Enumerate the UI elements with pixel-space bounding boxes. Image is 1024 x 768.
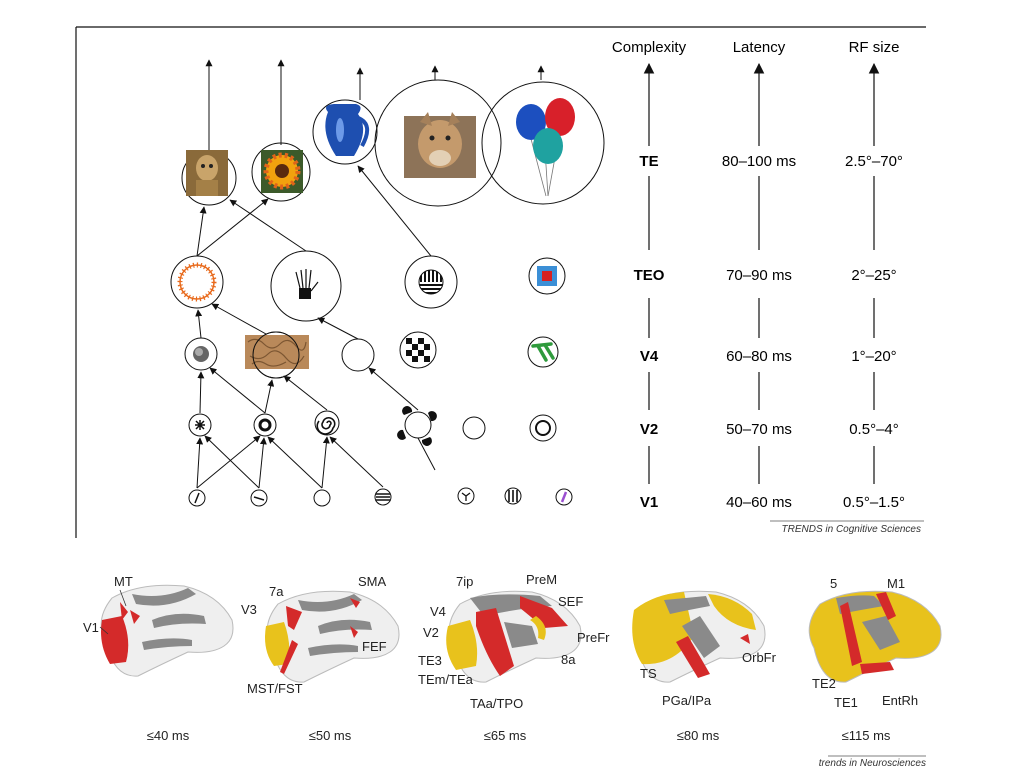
label-sma: SMA bbox=[358, 574, 387, 589]
pitcher-photo-icon bbox=[325, 104, 370, 156]
cougar-photo-icon bbox=[404, 112, 476, 178]
label-taa-tpo: TAa/TPO bbox=[470, 696, 523, 711]
grating-disk-icon bbox=[418, 269, 444, 295]
hand-shape-icon bbox=[295, 269, 319, 299]
label-7ip: 7ip bbox=[456, 574, 473, 589]
brain-panel-50ms bbox=[265, 590, 400, 683]
top-panel-frame bbox=[75, 26, 926, 538]
label-sef: SEF bbox=[558, 594, 583, 609]
checker-rf-circle bbox=[399, 331, 437, 369]
flower-photo-icon bbox=[261, 150, 303, 193]
cross-arc-icon bbox=[397, 406, 437, 446]
blank-rf-circle bbox=[341, 338, 375, 372]
rf-teo: 2°–25° bbox=[851, 267, 896, 284]
gray-blob-icon bbox=[193, 346, 209, 362]
brain-panel-65ms bbox=[446, 590, 582, 683]
latency-v1: 40–60 ms bbox=[726, 494, 792, 511]
tins-credit: trends in Neurosciences bbox=[819, 758, 926, 768]
label-v3: V3 bbox=[241, 602, 257, 617]
y-junction-icon bbox=[461, 492, 471, 501]
label-prefr: PreFr bbox=[577, 630, 610, 645]
label-orbfr: OrbFr bbox=[742, 650, 777, 665]
pitcher-rf-circle bbox=[312, 99, 378, 165]
area-te: TE bbox=[639, 153, 658, 170]
area-v4: V4 bbox=[640, 348, 659, 365]
arc-icon bbox=[535, 420, 551, 436]
asterisk-icon bbox=[195, 420, 205, 430]
hierarchy-table: Complexity Latency RF size TE 80–100 ms … bbox=[612, 39, 924, 535]
brain-panel-115ms bbox=[808, 590, 942, 683]
bar-horizontal-icon bbox=[253, 496, 265, 501]
label-7a: 7a bbox=[269, 584, 284, 599]
latency-te: 80–100 ms bbox=[722, 153, 796, 170]
flower-rf-circle bbox=[251, 142, 311, 202]
red-square-icon bbox=[537, 266, 557, 286]
label-te3: TE3 bbox=[418, 653, 442, 668]
monkey-photo-icon bbox=[186, 150, 228, 196]
rf-v2: 0.5°–4° bbox=[849, 421, 899, 438]
rf-size-header: RF size bbox=[849, 39, 900, 56]
label-pga-ipa: PGa/IPa bbox=[662, 693, 712, 708]
ring-rf-circle bbox=[170, 255, 224, 309]
texture-patch-icon bbox=[245, 331, 309, 379]
rf-v4: 1°–20° bbox=[851, 348, 896, 365]
ring-icon bbox=[258, 418, 272, 432]
area-v2: V2 bbox=[640, 421, 658, 438]
time-40ms: ≤40 ms bbox=[147, 728, 190, 743]
time-65ms: ≤65 ms bbox=[484, 728, 527, 743]
balloons-photo-icon bbox=[516, 98, 575, 197]
label-v4: V4 bbox=[430, 604, 446, 619]
checkerboard-icon bbox=[406, 338, 430, 362]
label-entrh: EntRh bbox=[882, 693, 918, 708]
cougar-rf-circle bbox=[374, 79, 502, 207]
label-m1: M1 bbox=[887, 576, 905, 591]
rf-hierarchy bbox=[170, 59, 605, 507]
rf-te: 2.5°–70° bbox=[845, 153, 903, 170]
latency-header: Latency bbox=[733, 39, 786, 56]
spiral-icon bbox=[316, 416, 336, 435]
asterisk-rf-circle bbox=[188, 413, 212, 437]
label-tem-tea: TEm/TEa bbox=[418, 672, 474, 687]
label-te2: TE2 bbox=[812, 676, 836, 691]
label-fef: FEF bbox=[362, 639, 387, 654]
complexity-header: Complexity bbox=[612, 39, 687, 56]
area-v1: V1 bbox=[640, 494, 658, 511]
latency-teo: 70–90 ms bbox=[726, 267, 792, 284]
square-rf-circle bbox=[528, 257, 566, 295]
ring-shape-icon bbox=[177, 262, 217, 302]
label-mt: MT bbox=[114, 574, 133, 589]
brain-panel-80ms bbox=[632, 590, 766, 683]
tshape-rf-circle bbox=[527, 336, 559, 368]
brain-panel-40ms bbox=[100, 584, 234, 677]
green-t-shape-icon bbox=[531, 342, 555, 362]
label-te1: TE1 bbox=[834, 695, 858, 710]
label-8a: 8a bbox=[561, 652, 576, 667]
purple-bar-icon bbox=[560, 491, 568, 503]
latency-v2: 50–70 ms bbox=[726, 421, 792, 438]
label-5: 5 bbox=[830, 576, 837, 591]
label-ts: TS bbox=[640, 666, 657, 681]
time-115ms: ≤115 ms bbox=[842, 728, 891, 743]
rf-v1: 0.5°–1.5° bbox=[843, 494, 905, 511]
grating-vertical-icon bbox=[508, 490, 518, 502]
area-teo: TEO bbox=[634, 267, 665, 284]
label-mst-fst: MST/FST bbox=[247, 681, 303, 696]
bar-slant-icon bbox=[194, 492, 200, 504]
tics-credit: TRENDS in Cognitive Sciences bbox=[782, 524, 922, 535]
time-80ms: ≤80 ms bbox=[677, 728, 720, 743]
latency-v4: 60–80 ms bbox=[726, 348, 792, 365]
brain-panels: MT V1 ≤40 ms 7a SMA V3 FEF MST/FST ≤50 m… bbox=[83, 572, 942, 768]
grating-horizontal-icon bbox=[376, 493, 390, 501]
time-50ms: ≤50 ms bbox=[309, 728, 352, 743]
label-v2: V2 bbox=[423, 625, 439, 640]
stimuli bbox=[177, 98, 575, 504]
balloons-rf-circle bbox=[481, 81, 605, 205]
label-v1: V1 bbox=[83, 620, 99, 635]
label-prem: PreM bbox=[526, 572, 557, 587]
